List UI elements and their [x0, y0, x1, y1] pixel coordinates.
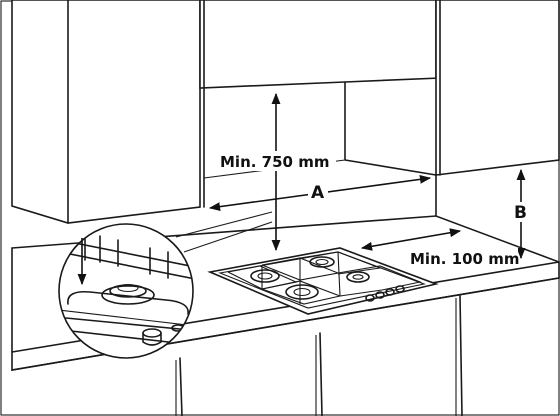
- hob: [207, 247, 439, 315]
- left-wall-cabinet: [11, 0, 201, 224]
- dimension-b-label: B: [514, 203, 527, 223]
- dimension-b: B: [512, 168, 532, 260]
- dimension-a-label: A: [311, 183, 325, 203]
- right-wall-cabinet: [435, 0, 560, 176]
- min-side-label: Min. 100 mm: [410, 250, 519, 268]
- center-wall-cabinet: [199, 0, 441, 89]
- dimension-min-750: Min. 750 mm: [216, 92, 336, 252]
- min-height-label: Min. 750 mm: [220, 153, 329, 171]
- dimension-a: A: [208, 174, 432, 212]
- base-cabinets: [175, 295, 463, 416]
- dimension-min-100: Min. 100 mm: [360, 228, 519, 268]
- detail-zoom: [58, 211, 273, 359]
